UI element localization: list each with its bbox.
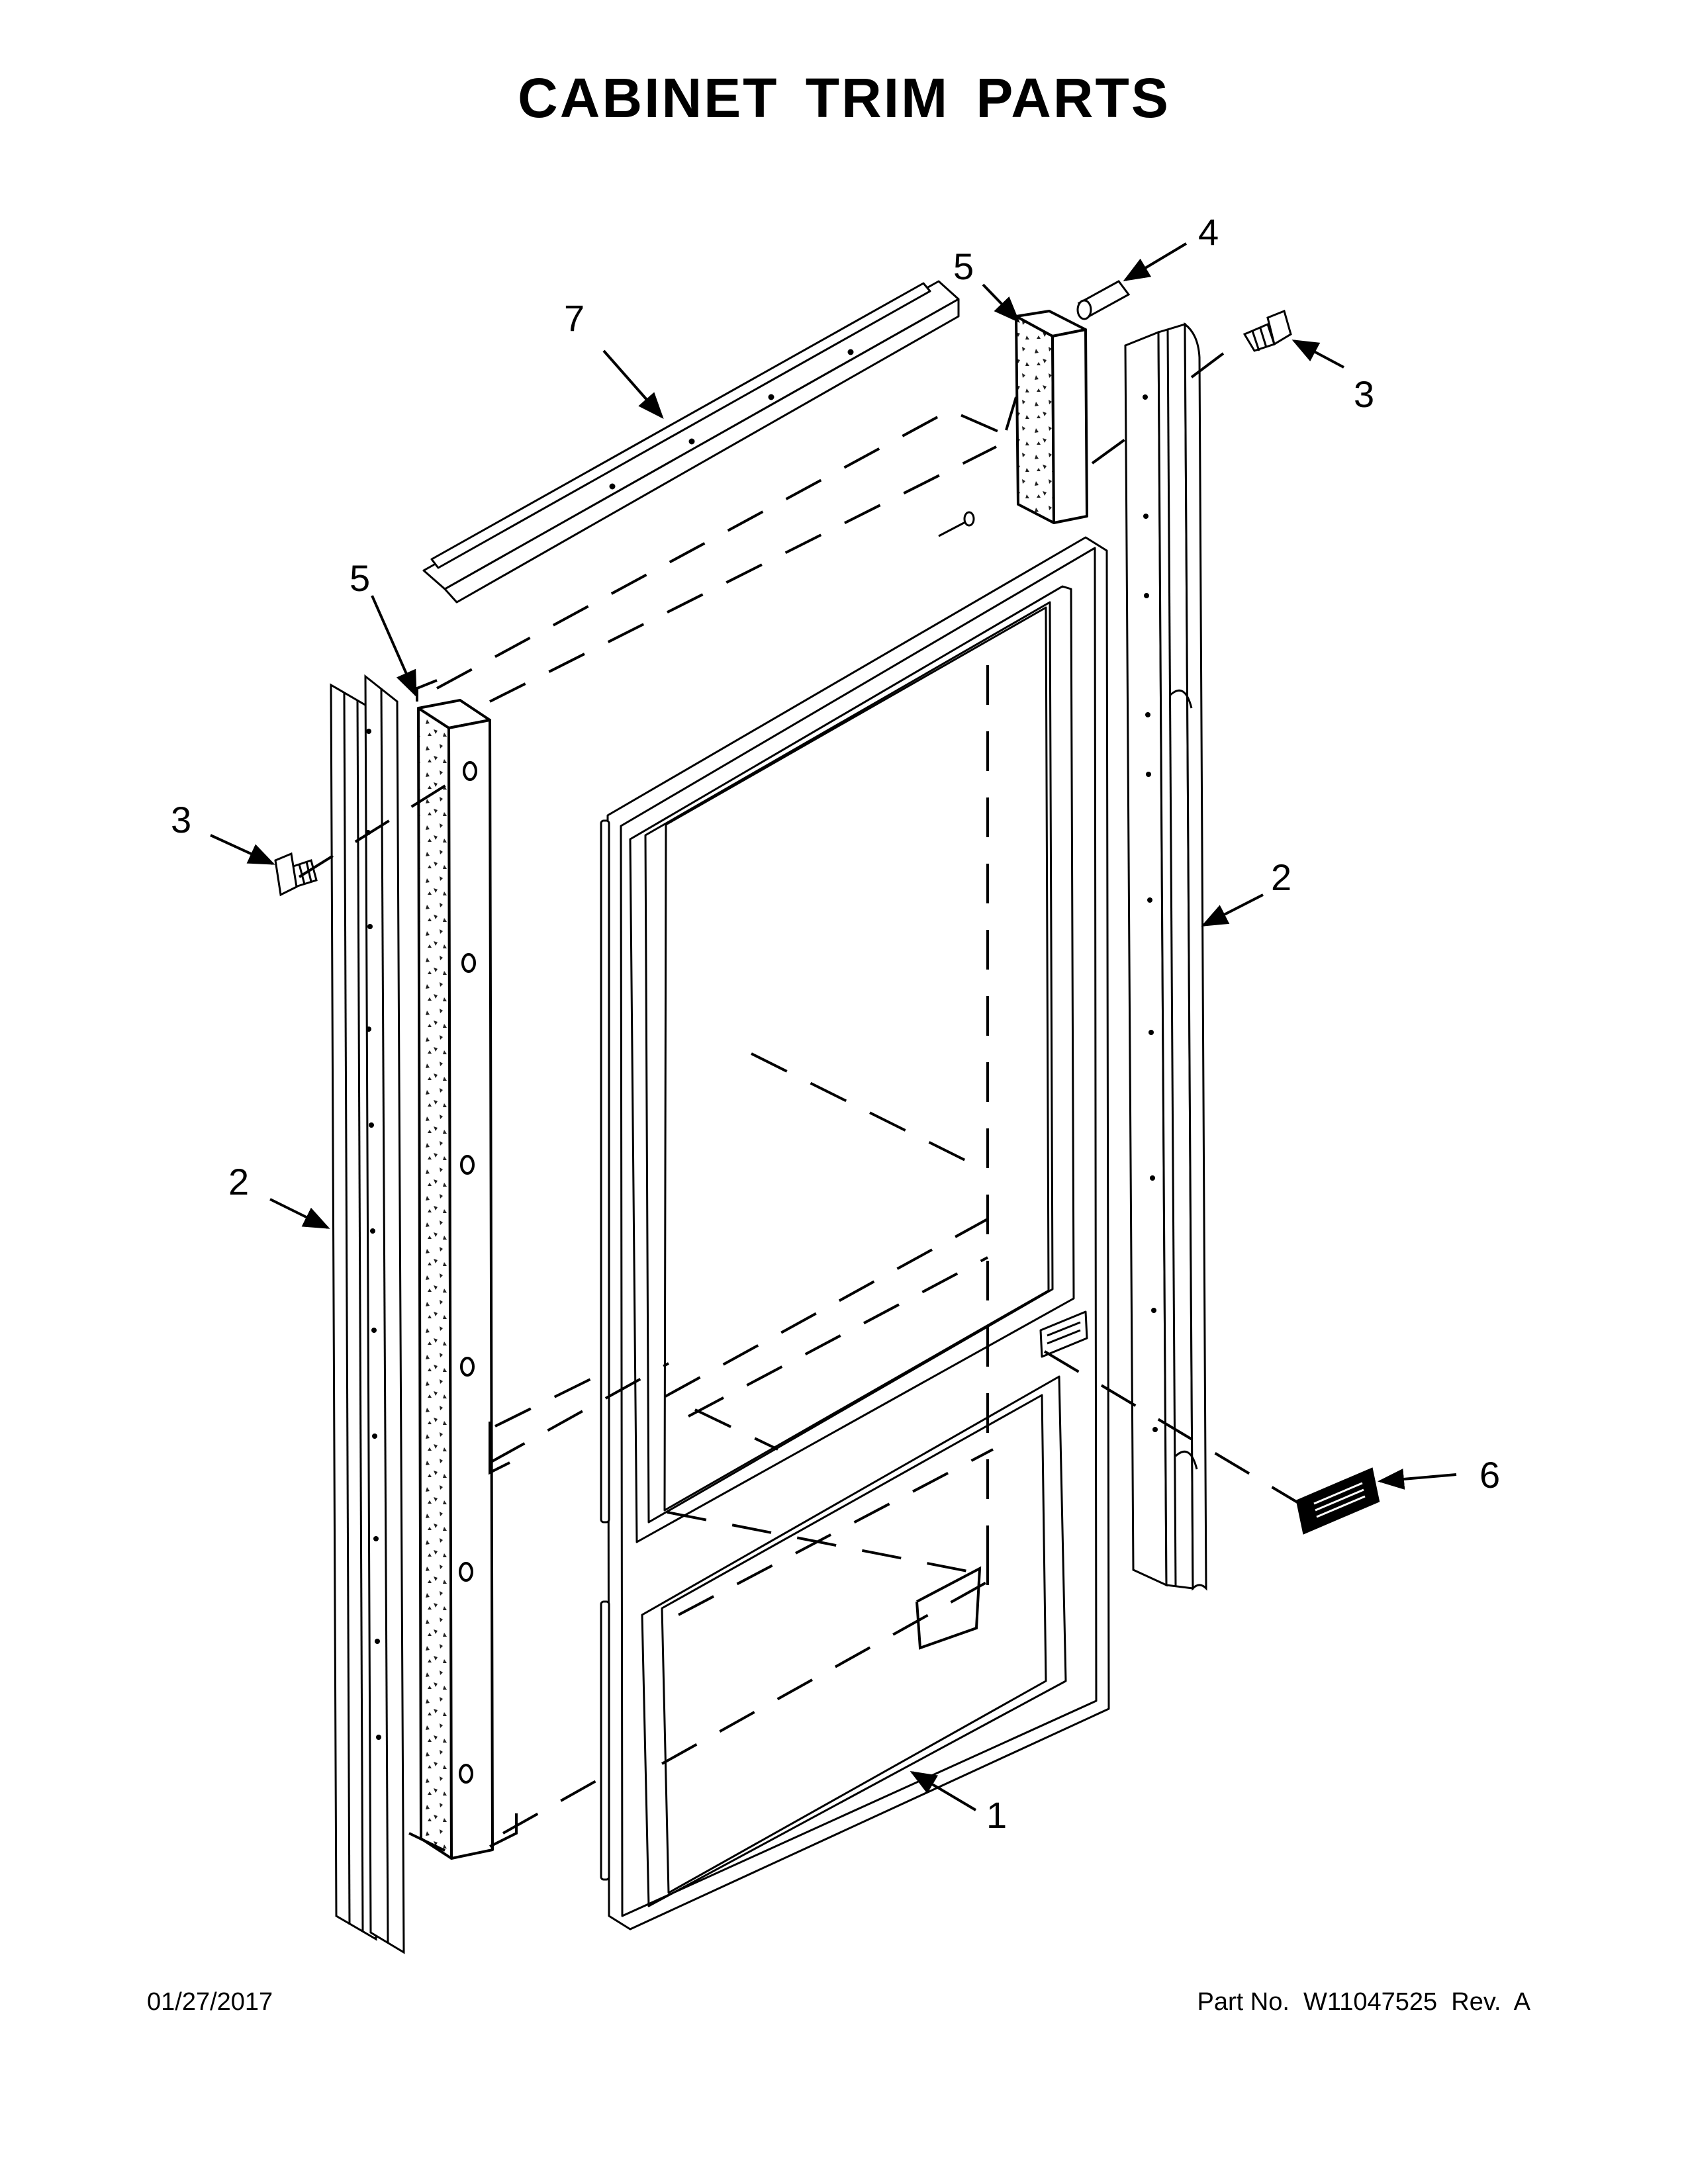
callout-5-left: 5 — [350, 557, 370, 599]
right-screw — [1243, 309, 1292, 352]
callout-leaders — [210, 242, 1457, 1811]
rev-label: Rev. — [1451, 1988, 1501, 2016]
part-label: Part No. — [1197, 1988, 1289, 2016]
cabinet-frame — [600, 536, 1110, 1931]
assembly-dash-lines — [298, 336, 1299, 1854]
top-trim-strip — [422, 280, 960, 604]
callout-2-right: 2 — [1271, 856, 1291, 898]
frame-bracket-lines — [416, 679, 989, 1848]
left-foam-strip — [417, 699, 494, 1860]
left-side-trim — [330, 674, 405, 1954]
callout-5-right: 5 — [953, 246, 974, 287]
right-side-trim — [1124, 322, 1207, 1591]
vent-grille — [1295, 1467, 1380, 1535]
footer-date: 01/27/2017 — [147, 1988, 273, 2016]
right-foam-block — [1015, 310, 1088, 524]
callout-3-left: 3 — [171, 799, 191, 841]
rev-value: A — [1513, 1988, 1530, 2016]
pin — [1076, 280, 1131, 320]
callout-7: 7 — [564, 297, 585, 339]
left-screw — [274, 852, 318, 897]
footer-part-info: Part No. W11047525 Rev. A — [1197, 1988, 1530, 2017]
callout-2-left: 2 — [228, 1161, 249, 1203]
callout-1: 1 — [986, 1794, 1007, 1836]
callout-6: 6 — [1479, 1454, 1500, 1496]
small-screw — [938, 511, 975, 537]
callout-3-right: 3 — [1354, 373, 1374, 415]
page-title: CABINET TRIM PARTS — [518, 67, 1170, 129]
part-number: W11047525 — [1303, 1988, 1438, 2016]
callout-4: 4 — [1198, 211, 1219, 253]
